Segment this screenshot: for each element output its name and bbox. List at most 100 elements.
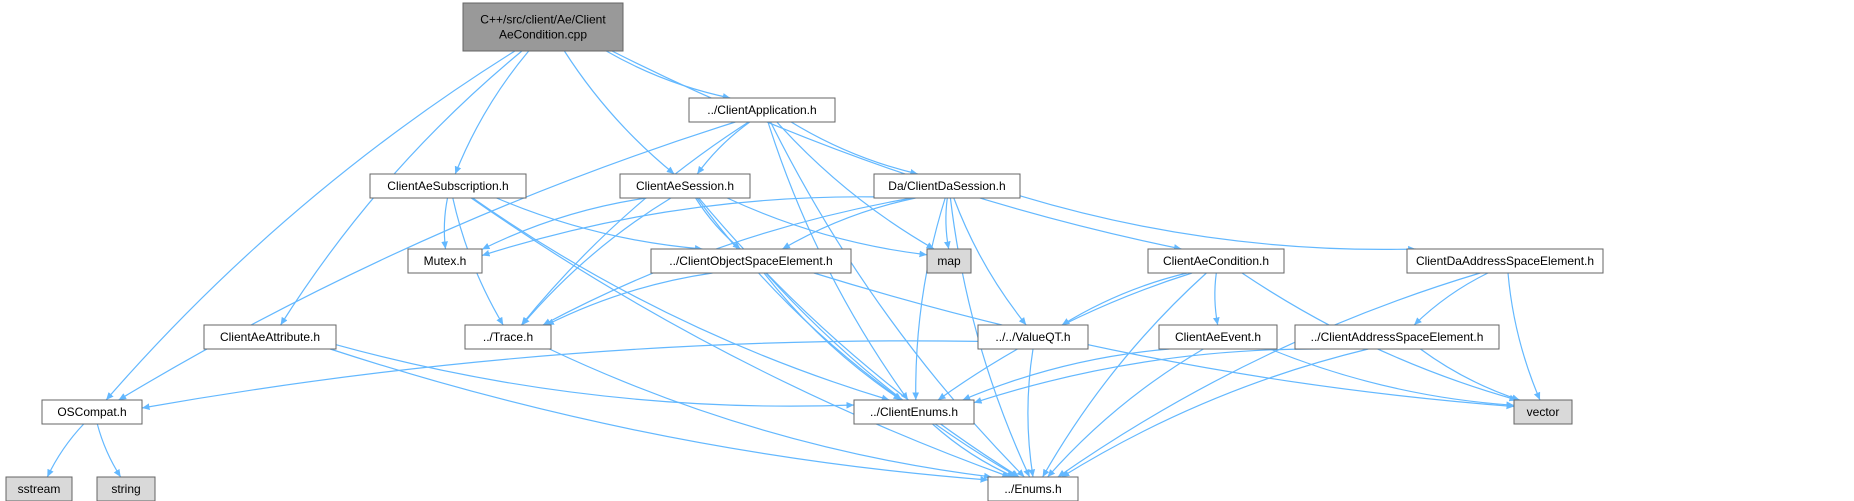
edge-clientaeattribute-to-enums [330,348,989,483]
edge-clientobjectspaceelement-to-enums [765,272,1019,478]
node-mutex[interactable]: Mutex.h [407,248,483,274]
node-clientenums-box[interactable] [853,399,975,425]
edge-clientaesubscription-to-clientobjectspaceelement [496,197,703,252]
edge-clientaeevent-to-vector [1269,348,1515,409]
node-trace-box[interactable] [464,324,552,350]
node-clientaeattribute[interactable]: ClientAeAttribute.h [203,324,337,350]
node-clientaesession-box[interactable] [619,173,751,199]
node-clientaeattribute-label: ClientAeAttribute.h [220,330,320,344]
edge-clientdaaddressspaceelement-to-vector [1507,272,1541,401]
edge-root-to-clientaesession [563,50,675,175]
node-trace-label: ../Trace.h [483,330,533,344]
node-clientapplication[interactable]: ../ClientApplication.h [688,97,836,123]
node-vector[interactable]: vector [1513,399,1573,425]
edge-clientobjectspaceelement-to-trace [546,272,713,326]
edge-clientdasession-to-trace [542,197,913,326]
node-clientobjectspaceelement-box[interactable] [650,248,852,274]
node-vector-box[interactable] [1513,399,1573,425]
node-oscompat-box[interactable] [41,399,143,425]
node-sstream[interactable]: sstream [5,476,73,501]
node-clientaeevent[interactable]: ClientAeEvent.h [1158,324,1278,350]
node-valueqt-label: ../../ValueQT.h [995,330,1070,344]
edge-clientdasession-to-clientdaaddressspaceelement [1019,195,1416,253]
edge-valueqt-to-oscompat [141,340,979,410]
node-vector-label: vector [1527,405,1560,419]
node-trace[interactable]: ../Trace.h [464,324,552,350]
edge-clientaesubscription-to-mutex [441,197,449,250]
node-clientenums-label: ../ClientEnums.h [870,405,958,419]
node-clientdasession-box[interactable] [873,173,1021,199]
edge-clientapplication-to-oscompat [118,121,736,401]
node-clientaddressspaceelement-box[interactable] [1294,324,1500,350]
node-clientdaaddressspaceelement-box[interactable] [1406,248,1604,274]
node-clientdaaddressspaceelement[interactable]: ClientDaAddressSpaceElement.h [1406,248,1604,274]
edge-clientaesubscription-to-clientenums [472,197,890,402]
edge-clientaesubscription-to-enums [470,197,1011,478]
node-clientaddressspaceelement[interactable]: ../ClientAddressSpaceElement.h [1294,324,1500,350]
edge-layer [46,50,1541,483]
edge-clientaecondition-to-enums [1042,272,1207,478]
edge-clientaesession-to-clientobjectspaceelement [695,197,741,250]
edge-clientapplication-to-enums [770,121,1025,478]
edge-clientaeattribute-to-clientenums [335,344,855,409]
node-oscompat-label: OSCompat.h [57,405,126,419]
edge-root-to-oscompat [105,50,516,401]
edge-clientdasession-to-mutex [481,196,875,257]
node-oscompat[interactable]: OSCompat.h [41,399,143,425]
node-clientaecondition-label: ClientAeCondition.h [1163,254,1269,268]
node-sstream-label: sstream [18,482,61,496]
edge-clientaddressspaceelement-to-clientenums [973,348,1320,404]
node-clientaecondition[interactable]: ClientAeCondition.h [1147,248,1285,274]
node-map[interactable]: map [926,248,972,274]
node-mutex-box[interactable] [407,248,483,274]
node-string[interactable]: string [96,476,156,501]
node-root-box[interactable] [462,2,624,52]
node-clientobjectspaceelement-label: ../ClientObjectSpaceElement.h [669,254,832,268]
edge-clientaesession-to-map [726,197,928,258]
node-valueqt[interactable]: ../../ValueQT.h [977,324,1089,350]
edge-clientdaaddressspaceelement-to-clientaddressspaceelement [1413,272,1489,326]
node-string-box[interactable] [96,476,156,501]
node-clientobjectspaceelement[interactable]: ../ClientObjectSpaceElement.h [650,248,852,274]
edge-clientaddressspaceelement-to-vector [1420,348,1520,401]
node-enums-box[interactable] [987,476,1079,501]
node-clientenums[interactable]: ../ClientEnums.h [853,399,975,425]
edge-clientaecondition-to-clientaeevent [1212,272,1220,326]
node-clientaesubscription[interactable]: ClientAeSubscription.h [369,173,527,199]
edge-clientapplication-to-map [776,121,935,250]
edge-clientaesession-to-clientenums [696,197,903,401]
node-clientaeevent-box[interactable] [1158,324,1278,350]
edge-clientdasession-to-valueqt [953,197,1027,326]
edge-root-to-clientaesubscription [454,50,530,175]
edge-root-to-clientaecondition [611,50,1182,251]
node-clientaeevent-label: ClientAeEvent.h [1175,330,1261,344]
node-clientaeattribute-box[interactable] [203,324,337,350]
node-clientdasession[interactable]: Da/ClientDaSession.h [873,173,1021,199]
node-sstream-box[interactable] [5,476,73,501]
node-clientapplication-box[interactable] [688,97,836,123]
edge-clientaddressspaceelement-to-enums [1061,348,1369,478]
node-clientaesubscription-box[interactable] [369,173,527,199]
node-root-label: C++/src/client/Ae/Client [480,13,606,27]
edge-clientdasession-to-clientobjectspaceelement [782,197,916,250]
edge-clientaesession-to-mutex [481,197,647,250]
node-root[interactable]: C++/src/client/Ae/ClientAeCondition.cpp [462,2,624,52]
node-clientdaaddressspaceelement-label: ClientDaAddressSpaceElement.h [1416,254,1594,268]
edge-clientapplication-to-trace [520,121,749,326]
node-string-label: string [111,482,140,496]
node-layer: C++/src/client/Ae/ClientAeCondition.cpp.… [5,2,1604,501]
node-map-box[interactable] [926,248,972,274]
node-clientaecondition-box[interactable] [1147,248,1285,274]
edge-valueqt-to-enums [1027,348,1036,478]
edge-clientapplication-to-clientaesession [696,121,751,175]
edge-root-to-clientapplication [606,50,731,100]
edge-trace-to-enums [549,348,992,480]
node-clientaesubscription-label: ClientAeSubscription.h [387,179,508,193]
node-valueqt-box[interactable] [977,324,1089,350]
node-enums[interactable]: ../Enums.h [987,476,1079,501]
edge-clientdasession-to-map [943,197,951,250]
edge-clientaesession-to-trace [521,197,672,326]
node-map-label: map [937,254,961,268]
node-clientaesession[interactable]: ClientAeSession.h [619,173,751,199]
